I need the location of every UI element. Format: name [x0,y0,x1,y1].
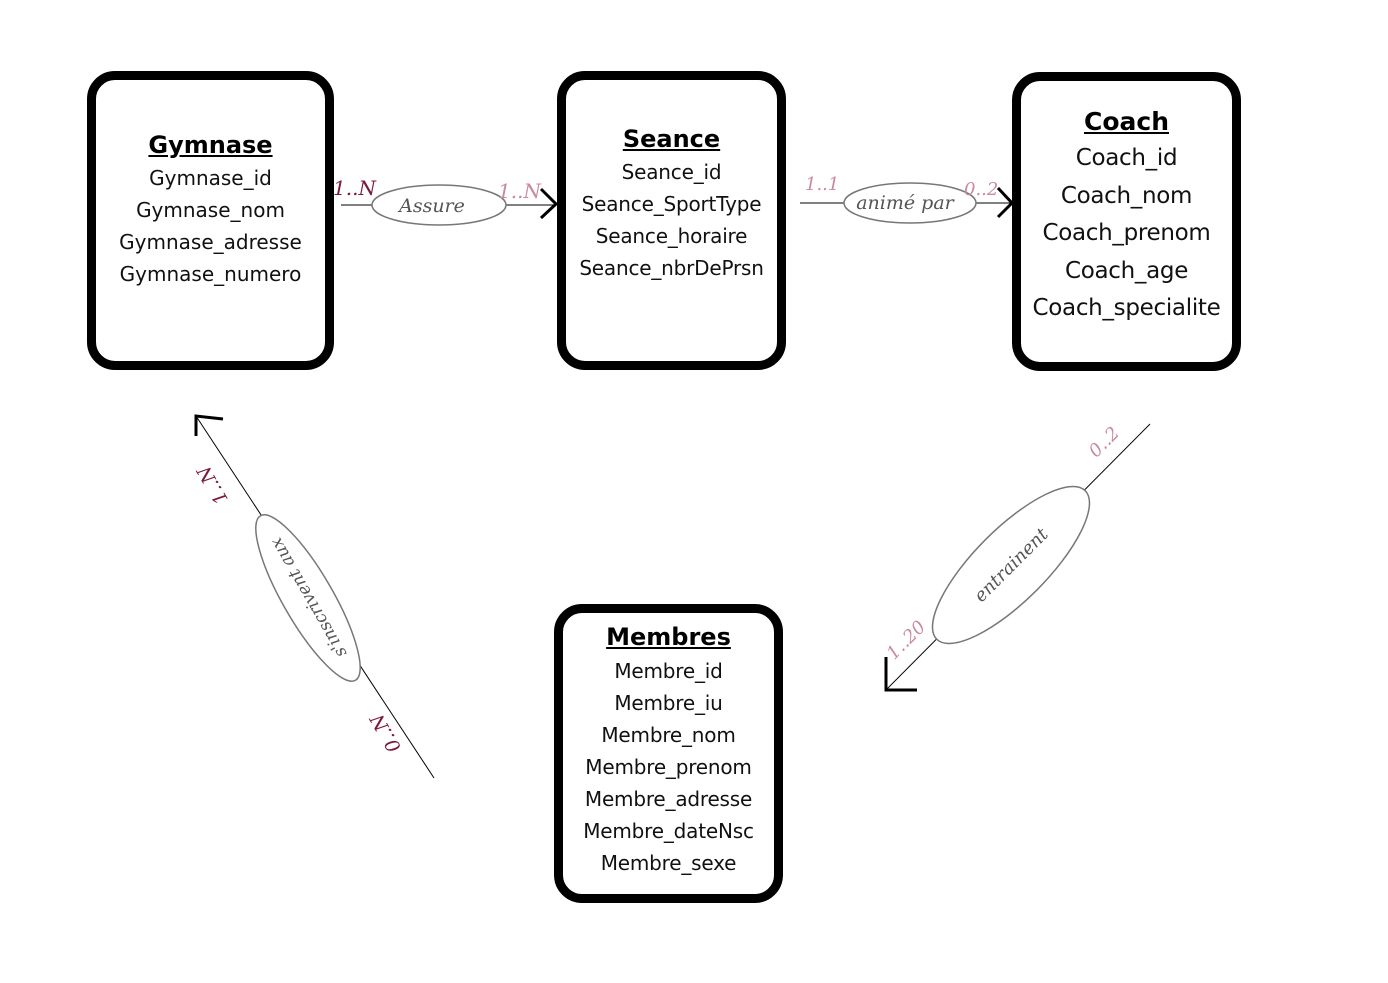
arrow-head [996,186,1015,219]
attribute: Gymnase_numero [119,262,302,286]
attribute: Gymnase_id [149,166,272,190]
attribute: Seance_horaire [595,224,748,248]
arrow-head [194,414,224,436]
cardinality-label: 0..N [366,709,406,757]
attribute: Membre_prenom [585,755,752,779]
attribute: Gymnase_nom [136,198,285,222]
entity-title: Gymnase [148,131,273,159]
cardinality-label: 1..N [498,179,542,203]
attribute: Coach_specialite [1032,295,1221,321]
cardinality-label: 1..20 [883,617,930,664]
arrow-head [884,657,917,692]
relation-label: animé par [856,192,955,214]
attribute: Coach_id [1075,145,1178,171]
entity-membres[interactable]: Membres Membre_id Membre_iu Membre_nom M… [554,604,783,903]
attribute: Membre_nom [601,723,736,747]
attribute: Coach_prenom [1042,220,1211,246]
attribute: Gymnase_adresse [119,230,302,254]
relation-ellipse [843,182,977,224]
attribute: Coach_nom [1060,182,1193,209]
relation-ellipse [931,485,1091,645]
attribute: Membre_sexe [600,851,737,875]
relation-inscrivent[interactable]: s'inscrivent aux 1..N 0..N [193,414,435,779]
entity-title: Seance [622,125,721,153]
attribute: Seance_nbrDePrsn [579,256,764,280]
entity-title: Coach [1083,107,1169,136]
attribute: Seance_id [621,160,722,184]
cardinality-label: 1..N [333,176,377,200]
cardinality-label: 0..2 [964,179,998,200]
relation-anime-par[interactable]: animé par 1..1 0..2 [800,174,1015,224]
entity-coach[interactable]: Coach Coach_id Coach_nom Coach_prenom Co… [1012,72,1241,371]
relation-entrainent[interactable]: entrainent 0..2 1..20 [883,423,1151,692]
entity-title: Membres [606,623,731,651]
attribute: Membre_adresse [584,787,753,811]
attribute: Seance_SportType [581,192,762,216]
attribute: Membre_iu [614,691,723,715]
arrow-head [539,187,559,220]
entity-gymnase[interactable]: Gymnase Gymnase_id Gymnase_nom Gymnase_a… [87,71,334,370]
relation-ellipse [371,184,507,226]
attribute: Membre_dateNsc [583,819,754,843]
relation-label: Assure [397,195,465,217]
relation-ellipse [255,514,361,682]
attribute: Membre_id [614,659,723,683]
cardinality-label: 1..N [193,461,233,509]
attribute: Coach_age [1064,257,1189,284]
entity-seance[interactable]: Seance Seance_id Seance_SportType Seance… [557,71,786,370]
relation-assure[interactable]: Assure 1..N 1..N [333,176,559,226]
cardinality-label: 1..1 [805,174,839,195]
